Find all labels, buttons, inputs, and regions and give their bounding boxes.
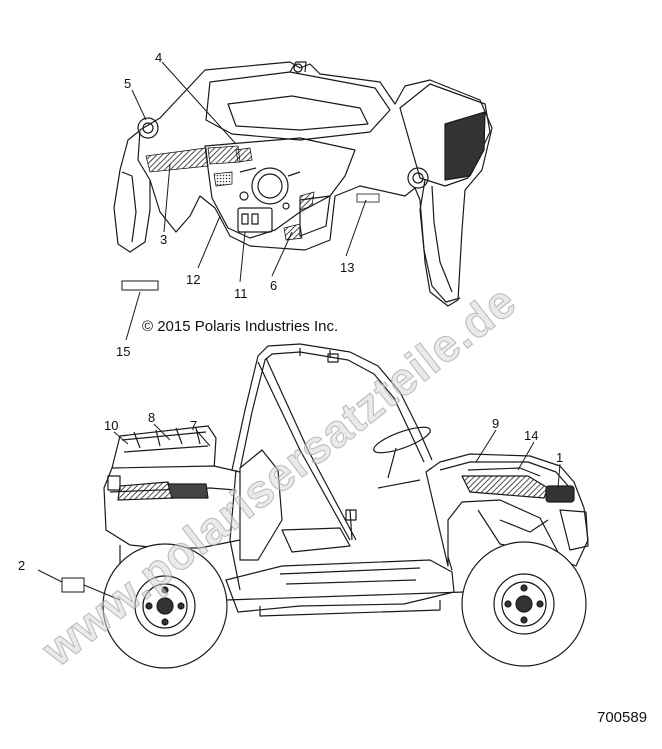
front-wheel [461, 541, 587, 667]
callout-6: 6 [270, 278, 277, 293]
decal-2 [61, 577, 85, 593]
callout-2: 2 [18, 558, 25, 573]
callout-4: 4 [155, 50, 162, 65]
callout-11: 11 [234, 286, 248, 301]
callout-5: 5 [124, 76, 131, 91]
callout-8: 8 [148, 410, 155, 425]
callout-12: 12 [186, 272, 200, 287]
rear-wheel [102, 543, 228, 669]
decal-15 [121, 280, 159, 291]
hood-dash-assembly [113, 61, 493, 307]
callout-1: 1 [556, 450, 563, 465]
copyright-text: © 2015 Polaris Industries Inc. [142, 318, 338, 335]
callout-7: 7 [190, 418, 197, 433]
part-number: 700589 [597, 709, 647, 726]
callout-13: 13 [340, 260, 354, 275]
vehicle-side-view [103, 343, 589, 617]
callout-labels: 1 2 3 4 5 6 7 8 9 10 11 12 13 14 15 [18, 50, 563, 573]
callout-9: 9 [492, 416, 499, 431]
callout-10: 10 [104, 418, 118, 433]
callout-3: 3 [160, 232, 167, 247]
leader-lines [37, 61, 561, 601]
callout-15: 15 [116, 344, 130, 359]
callout-14: 14 [524, 428, 538, 443]
hood-decals [145, 145, 380, 241]
